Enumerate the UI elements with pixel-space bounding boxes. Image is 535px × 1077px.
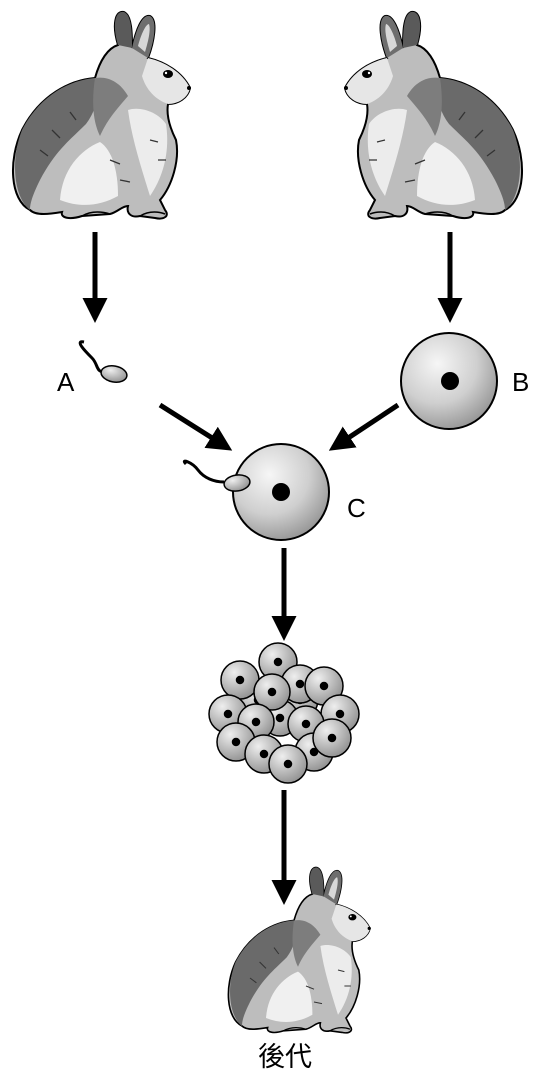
offspring-rabbit	[227, 866, 372, 1034]
arrow-sperm-to-zygote	[158, 402, 233, 451]
label-c: C	[347, 493, 366, 523]
egg-cell-icon	[400, 332, 498, 430]
cell-cluster-icon	[208, 642, 360, 784]
arrow-egg-to-zygote	[328, 402, 400, 451]
sperm-icon	[78, 340, 128, 383]
label-offspring: 後代	[258, 1042, 312, 1073]
label-b: B	[512, 367, 530, 397]
parent-rabbit-right	[343, 10, 524, 220]
zygote-icon	[183, 443, 330, 541]
parent-rabbit-left	[11, 10, 192, 220]
label-a: A	[57, 367, 75, 397]
